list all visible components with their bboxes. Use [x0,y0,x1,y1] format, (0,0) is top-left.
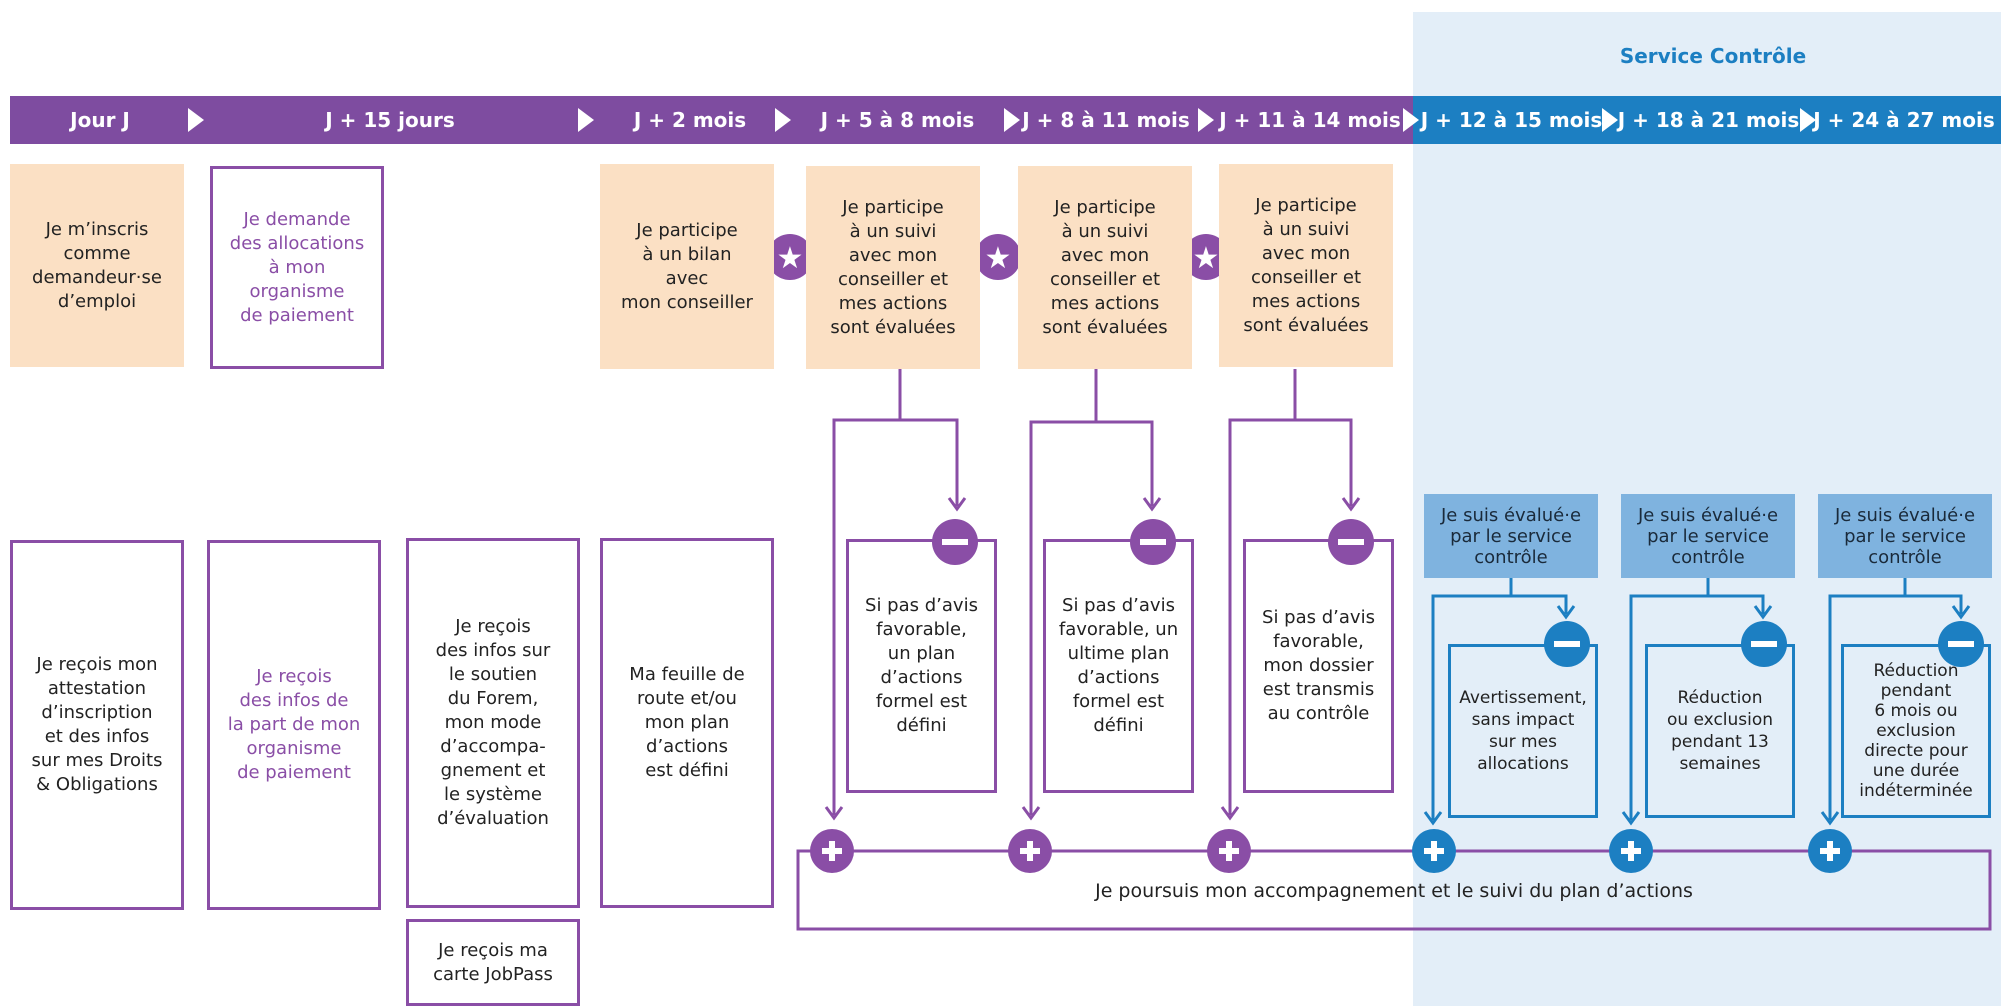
info-payment-body-box: Je reçois des infos de la part de mon or… [207,540,381,910]
outcome-2-box: Si pas d’avis favorable, un ultime plan … [1043,539,1194,793]
step-followup-2-box: Je participe à un suivi avec mon conseil… [1018,166,1192,369]
timeline-arrow-icon [1004,108,1020,132]
roadmap-text: Ma feuille de route et/ou mon plan d’act… [629,664,745,781]
sanction-2-text: Réduction ou exclusion pendant 13 semain… [1666,688,1774,774]
timeline-arrow-icon [1198,108,1214,132]
jobpass-card-text: Je reçois ma carte JobPass [433,939,553,985]
step-followup-1-text: Je participe à un suivi avec mon conseil… [830,196,956,338]
step-registration-box: Je m’inscris comme demandeur·se d’emploi [10,164,184,367]
outcome-2-text: Si pas d’avis favorable, un ultime plan … [1058,595,1179,736]
minus-icon [1938,621,1984,667]
sanction-1-box: Avertissement, sans impact sur mes alloc… [1448,644,1598,818]
plus-icon [1412,829,1456,873]
sanction-1-text: Avertissement, sans impact sur mes alloc… [1459,688,1587,774]
roadmap-box: Ma feuille de route et/ou mon plan d’act… [600,538,774,908]
control-eval-2-text: Je suis évalué·e par le service contrôle [1637,504,1779,568]
plus-icon [1008,829,1052,873]
svg-text:★: ★ [777,241,804,276]
control-eval-2-box: Je suis évalué·e par le service contrôle [1621,494,1795,578]
timeline-step-24-27-months: J + 24 à 27 mois [1807,96,2001,144]
sanction-2-box: Réduction ou exclusion pendant 13 semain… [1645,644,1795,818]
branch-lines-blue [1423,578,1971,826]
svg-text:★: ★ [1193,241,1220,276]
control-eval-3-text: Je suis évalué·e par le service contrôle [1834,504,1976,568]
step-assessment-box: Je participe à un bilan avec mon conseil… [600,164,774,369]
plus-icon [810,829,854,873]
info-attestation-text: Je reçois mon attestation d’inscription … [31,654,163,795]
minus-icon [1328,519,1374,565]
star-icon: ★ [1183,234,1229,280]
timeline-step-15-days: J + 15 jours [190,96,590,144]
control-eval-1-text: Je suis évalué·e par le service contrôle [1440,504,1582,568]
minus-icon [932,519,978,565]
sanction-3-text: Réduction pendant 6 mois ou exclusion di… [1859,661,1973,801]
outcome-3-box: Si pas d’avis favorable, mon dossier est… [1243,539,1394,793]
timeline-arrow-icon [1403,108,1419,132]
step-assessment-text: Je participe à un bilan avec mon conseil… [621,219,753,313]
outcome-1-text: Si pas d’avis favorable, un plan d’actio… [865,595,978,736]
timeline-arrow-icon [775,108,791,132]
control-eval-1-box: Je suis évalué·e par le service contrôle [1424,494,1598,578]
timeline-arrow-icon [188,108,204,132]
continue-bar-frame [796,849,1992,931]
timeline-step-18-21-months: J + 18 à 21 mois [1610,96,1807,144]
svg-text:★: ★ [985,241,1012,276]
control-zone-title: Service Contrôle [1619,44,1807,68]
timeline-step-2-months: J + 2 mois [590,96,790,144]
outcome-3-text: Si pas d’avis favorable, mon dossier est… [1262,607,1375,724]
timeline-step-11-14-months: J + 11 à 14 mois [1207,96,1413,144]
star-icon: ★ [975,234,1021,280]
minus-icon [1544,621,1590,667]
jobpass-card-box: Je reçois ma carte JobPass [406,919,580,1006]
step-allowance-request-box: Je demande des allocations à mon organis… [210,166,384,369]
plus-icon [1609,829,1653,873]
sanction-3-box: Réduction pendant 6 mois ou exclusion di… [1841,644,1991,818]
star-badges: ★ ★ ★ [767,234,1229,280]
step-allowance-request-text: Je demande des allocations à mon organis… [229,208,365,326]
timeline-arrow-icon [578,108,594,132]
timeline-step-5-8-months: J + 5 à 8 mois [790,96,1005,144]
continue-label: Je poursuis mon accompagnement et le sui… [1095,880,1693,902]
timeline-arrow-icon [1602,108,1618,132]
step-followup-1-box: Je participe à un suivi avec mon conseil… [806,166,980,369]
control-eval-3-box: Je suis évalué·e par le service contrôle [1818,494,1992,578]
plus-icon [1808,829,1852,873]
timeline-step-8-11-months: J + 8 à 11 mois [1005,96,1207,144]
step-followup-3-text: Je participe à un suivi avec mon conseil… [1243,194,1369,336]
timeline-arrow-icons [188,108,1816,132]
step-registration-text: Je m’inscris comme demandeur·se d’emploi [32,218,162,312]
info-payment-body-text: Je reçois des infos de la part de mon or… [227,666,361,783]
plus-icon [1207,829,1251,873]
step-followup-2-text: Je participe à un suivi avec mon conseil… [1042,196,1168,338]
info-forem-support-text: Je reçois des infos sur le soutien du Fo… [435,616,551,829]
timeline-arrow-icon [1800,108,1816,132]
info-attestation-box: Je reçois mon attestation d’inscription … [10,540,184,910]
branch-lines-purple [824,369,1361,821]
star-icon: ★ [767,234,813,280]
step-followup-3-box: Je participe à un suivi avec mon conseil… [1219,164,1393,367]
info-forem-support-box: Je reçois des infos sur le soutien du Fo… [406,538,580,908]
timeline-step-day-0: Jour J [10,96,190,144]
minus-icon [1130,519,1176,565]
plus-badges [810,829,1852,873]
timeline-step-12-15-months: J + 12 à 15 mois [1413,96,1610,144]
minus-icon [1741,621,1787,667]
outcome-1-box: Si pas d’avis favorable, un plan d’actio… [846,539,997,793]
